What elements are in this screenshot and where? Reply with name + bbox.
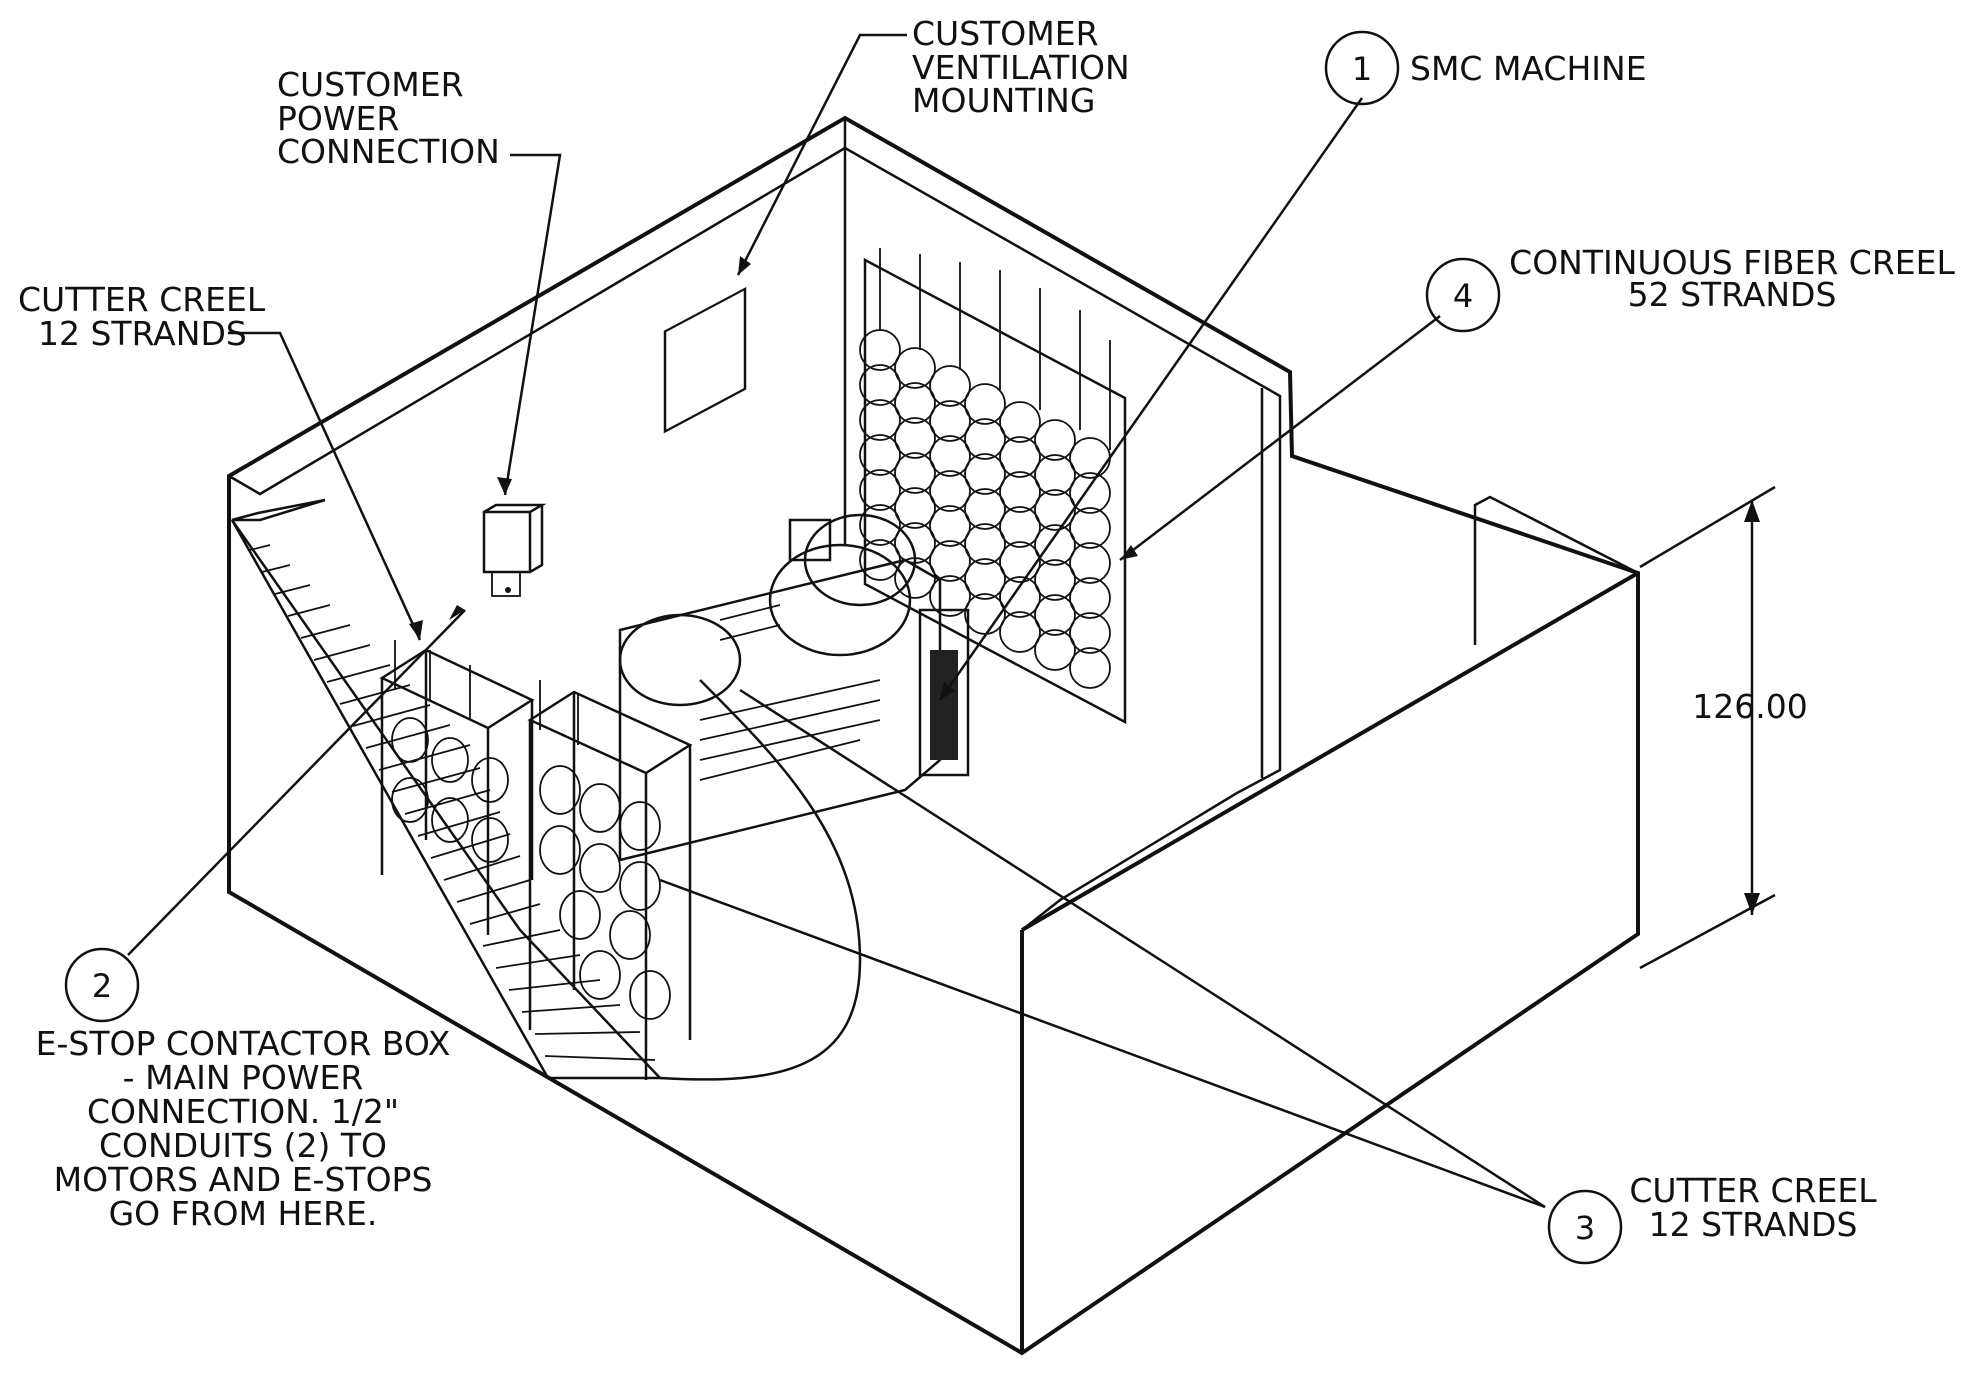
balloon-3: 3	[1547, 1189, 1623, 1265]
svg-text:CUTTER CREEL: CUTTER CREEL	[1629, 1171, 1877, 1210]
svg-text:CONTINUOUS FIBER CREEL: CONTINUOUS FIBER CREEL	[1509, 243, 1955, 282]
svg-text:MOTORS AND E-STOPS: MOTORS AND E-STOPS	[54, 1160, 433, 1199]
leader-lines	[127, 33, 1546, 1209]
smc-machine	[618, 513, 970, 862]
balloon-4: 4	[1425, 257, 1501, 333]
height-dimension-value: 126.00	[1692, 687, 1807, 726]
svg-text:CUSTOMER: CUSTOMER	[912, 14, 1099, 53]
callout-smc-machine: SMC MACHINE	[1410, 49, 1647, 88]
svg-text:12 STRANDS: 12 STRANDS	[38, 314, 247, 353]
svg-text:CUSTOMER: CUSTOMER	[277, 65, 464, 104]
cutter-creel-rack-2	[527, 680, 693, 1080]
svg-text:52 STRANDS: 52 STRANDS	[1628, 275, 1837, 314]
balloon-2: 2	[64, 947, 140, 1023]
room-walls	[227, 115, 1640, 1356]
callout-estop-box: E-STOP CONTACTOR BOX - MAIN POWER CONNEC…	[36, 1024, 451, 1233]
callout-continuous-fiber-creel: CONTINUOUS FIBER CREEL 52 STRANDS	[1509, 243, 1955, 314]
cutter-creel-rack-1	[379, 640, 535, 935]
svg-text:CUTTER CREEL: CUTTER CREEL	[18, 280, 266, 319]
balloon-1-number: 1	[1352, 50, 1372, 88]
svg-text:CONNECTION. 1/2": CONNECTION. 1/2"	[87, 1092, 399, 1131]
svg-text:VENTILATION: VENTILATION	[912, 48, 1130, 87]
svg-text:CONDUITS (2) TO: CONDUITS (2) TO	[99, 1126, 387, 1165]
callout-customer-power: CUSTOMER POWER CONNECTION	[277, 65, 500, 171]
balloon-4-number: 4	[1453, 277, 1473, 315]
balloon-2-number: 2	[92, 967, 112, 1005]
ventilation-panel	[663, 286, 747, 434]
svg-text:MOUNTING: MOUNTING	[912, 81, 1095, 120]
svg-text:GO FROM HERE.: GO FROM HERE.	[109, 1194, 378, 1233]
callout-customer-ventilation: CUSTOMER VENTILATION MOUNTING	[912, 14, 1130, 120]
callout-cutter-creel-right: CUTTER CREEL 12 STRANDS	[1629, 1171, 1877, 1244]
callout-cutter-creel-left: CUTTER CREEL 12 STRANDS	[18, 280, 266, 353]
height-dimension	[1639, 485, 1776, 970]
svg-text:POWER: POWER	[277, 99, 399, 138]
svg-text:E-STOP CONTACTOR BOX: E-STOP CONTACTOR BOX	[36, 1024, 451, 1063]
balloon-3-number: 3	[1575, 1209, 1595, 1247]
balloon-1: 1	[1324, 30, 1400, 106]
svg-text:- MAIN POWER: - MAIN POWER	[123, 1058, 364, 1097]
power-box	[482, 503, 547, 597]
svg-text:CONNECTION: CONNECTION	[277, 132, 500, 171]
continuous-fiber-creel	[859, 248, 1127, 725]
svg-text:12 STRANDS: 12 STRANDS	[1649, 1205, 1858, 1244]
